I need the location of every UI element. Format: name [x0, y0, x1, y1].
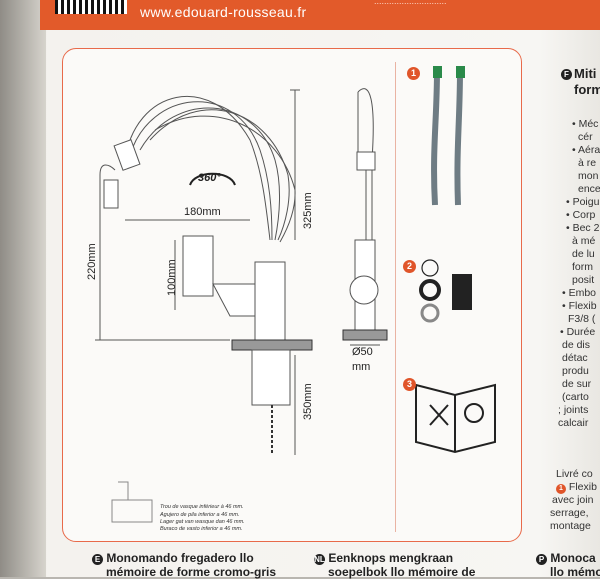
- delivered-line: serrage,: [550, 507, 589, 519]
- feature-line: • Poigu: [566, 196, 600, 208]
- box-side-edge: [0, 0, 46, 577]
- feature-line: de sur: [562, 378, 592, 390]
- bottom-line: Monoca: [550, 551, 596, 565]
- callout-2: 2: [403, 260, 416, 273]
- dimension-180: 180mm: [184, 206, 221, 218]
- bottom-dutch-title: NL Eenknops mengkraan soepelbok llo mémo…: [314, 551, 476, 579]
- feature-line: de dis: [562, 339, 591, 351]
- bottom-line: llo mémo: [550, 565, 600, 579]
- feature-line: calcair: [558, 417, 589, 429]
- feature-line: • Méc: [572, 118, 599, 130]
- feature-line: ; joints: [558, 404, 589, 416]
- feature-line: F3/8 (: [568, 313, 596, 325]
- right-feature-list: • Méc cér • Aéra à re mon ence • Poigu •…: [538, 118, 600, 430]
- bottom-line: Eenknops mengkraan: [328, 551, 454, 565]
- orange-header-band: [40, 0, 600, 30]
- delivered-line: avec join: [552, 494, 594, 506]
- dimension-100: 100mm: [166, 259, 178, 296]
- feature-line: form: [572, 261, 593, 273]
- hole-note-pt: Buraco de vasto inferior a 46 mm.: [160, 526, 243, 532]
- hole-note-nl: Lager gat van wasque dan 46 mm.: [160, 519, 245, 525]
- delivered-line: montage: [550, 520, 591, 532]
- feature-line: • Flexib: [562, 300, 597, 312]
- right-title-line-1: Miti: [574, 66, 597, 81]
- feature-line: de lu: [572, 248, 595, 260]
- delivered-line: Livré co: [556, 468, 593, 480]
- delivered-callout: 1: [556, 484, 566, 494]
- callout-3: 3: [403, 378, 416, 391]
- bottom-line: mémoire de forme cromo-gris: [106, 565, 277, 579]
- bottom-portuguese-title: P Monoca llo mémo: [536, 551, 600, 579]
- feature-line: (carto: [562, 391, 589, 403]
- feature-line: détac: [562, 352, 588, 364]
- bottom-line: Monomando fregadero llo: [106, 551, 254, 565]
- delivered-line: Flexib: [568, 481, 597, 493]
- feature-line: ence: [578, 183, 600, 195]
- feature-line: à re: [578, 157, 597, 169]
- feature-line: à mé: [572, 235, 596, 247]
- dimension-220: 220mm: [86, 243, 98, 280]
- feature-line: • Corp: [566, 209, 596, 221]
- rotation-label: 360°: [198, 172, 221, 184]
- dimension-325: 325mm: [302, 192, 314, 229]
- right-bullet: F: [561, 69, 572, 80]
- bottom-line: soepelbok llo mémoire de: [328, 565, 476, 579]
- dimension-350: 350mm: [302, 383, 314, 420]
- feature-line: • Bec 2: [566, 222, 600, 234]
- hole-note-es: Agujero de pila inferior a 46 mm.: [160, 512, 240, 518]
- right-title: Miti form: [574, 66, 600, 98]
- dimension-50-unit: mm: [352, 361, 371, 373]
- panel-divider: [395, 62, 396, 532]
- bottom-spanish-title: E Monomando fregadero llo mémoire de for…: [92, 551, 276, 579]
- right-title-line-2: form: [574, 82, 600, 97]
- website-url: www.edouard-rousseau.fr: [140, 4, 307, 20]
- feature-line: • Durée: [560, 326, 596, 338]
- technical-drawing-panel: [62, 48, 522, 542]
- feature-line: mon: [578, 170, 599, 182]
- dimension-50: Ø50: [352, 346, 373, 358]
- callout-1: 1: [407, 67, 420, 80]
- feature-line: posit: [572, 274, 595, 286]
- header-fragment: .............................: [374, 0, 447, 6]
- qr-code-icon: [55, 0, 127, 14]
- delivered-with: Livré co 1 Flexib avec join serrage, mon…: [538, 468, 597, 533]
- feature-line: produ: [562, 365, 589, 377]
- feature-line: • Aéra: [572, 144, 600, 156]
- feature-line: • Embo: [562, 287, 597, 299]
- feature-line: cér: [578, 131, 593, 143]
- hole-note-fr: Trou de vasque inférieur à 46 mm.: [160, 504, 244, 510]
